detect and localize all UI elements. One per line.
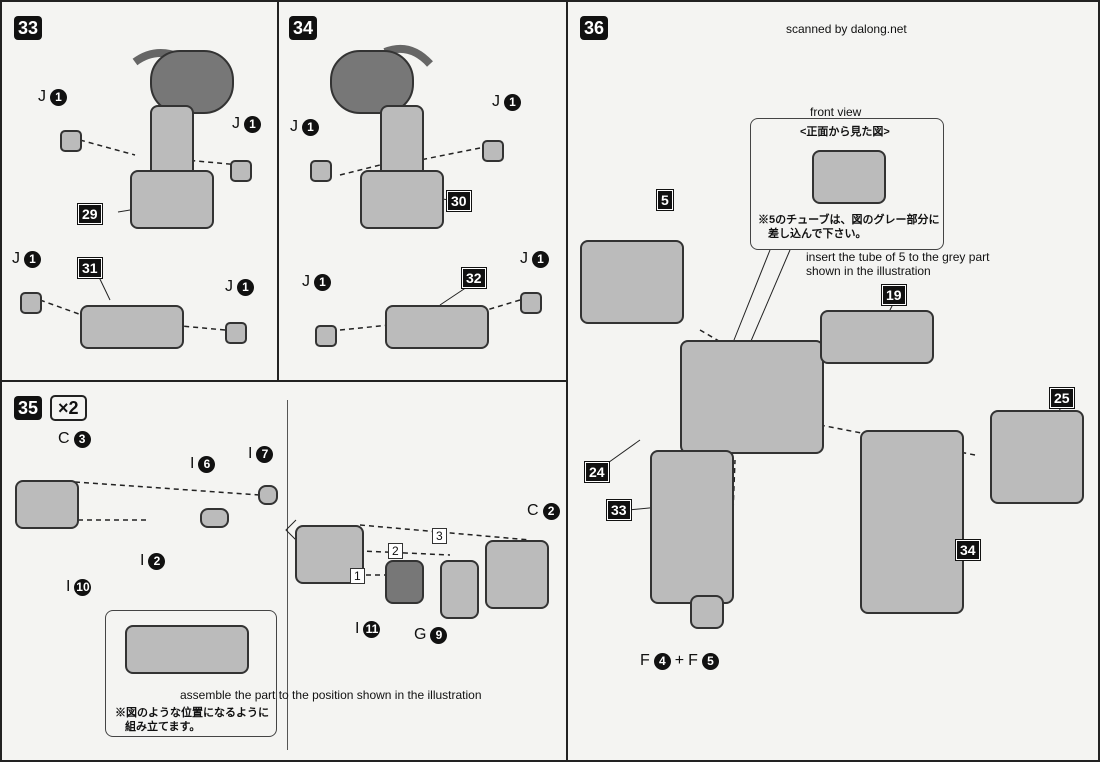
claw-blade-part [440,560,479,619]
step-number: 33 [14,16,43,40]
head-part [580,240,684,324]
upper-leg-part [150,105,194,179]
joint-cap [20,292,42,314]
front-view-box [750,118,944,250]
joint-cap [60,130,82,152]
tube-part [690,595,724,629]
front-view-label: front view [810,105,862,119]
order-marker: 2 [388,543,403,559]
claw-cover-part [485,540,549,609]
lower-leg-part [130,170,214,229]
leg-34-part [860,430,964,614]
note-box [105,610,277,737]
step-number: 35 [14,396,43,420]
step-number: 34 [289,16,318,40]
scan-credit: scanned by dalong.net [786,22,907,36]
part-callout: 33 [606,499,632,521]
joint-cap [230,160,252,182]
tube-note-jp: 差し込んで下さい。 [768,228,867,240]
tube-note-en: insert the tube of 5 to the grey part [806,250,990,264]
tube-note-en: shown in the illustration [806,264,931,278]
assembled-claw [125,625,249,674]
foot-part [385,305,489,349]
upper-leg-part [380,105,424,179]
order-marker: 1 [350,568,365,584]
part-callout: 25 [1049,387,1075,409]
part-callout: 34 [955,539,981,561]
arm-25-part [990,410,1084,504]
part-callout: 30 [446,190,472,212]
joint-cap [520,292,542,314]
step-36-panel [566,0,1100,762]
joint-cap [225,322,247,344]
tail-part [820,310,934,364]
divider [287,400,288,750]
claw-part [15,480,79,529]
step-number: 36 [580,16,609,40]
joint-cap [482,140,504,162]
order-marker: 3 [432,528,447,544]
assembly-note-jp: ※図のような位置になるように [115,707,269,719]
cap-part [258,485,278,505]
part-callout: 32 [461,267,487,289]
joint-cap [310,160,332,182]
assembly-note-jp: 組み立てます。 [125,721,201,733]
multiplier-badge: ×2 [50,395,87,421]
assembly-note-en: assemble the part to the position shown … [180,688,482,702]
lower-leg-part [360,170,444,229]
tube-note-jp: ※5のチューブは、図のグレー部分に [758,214,940,226]
joint-cap [315,325,337,347]
part-callout: 5 [656,189,674,211]
part-callout: 31 [77,257,103,279]
part-callout: 29 [77,203,103,225]
body-part [680,340,824,454]
part-callout: 19 [881,284,907,306]
front-view-part [812,150,886,204]
claw-insert-part [385,560,424,604]
part-callout: 24 [584,461,610,483]
front-view-title-jp: <正面から見た図> [800,126,890,138]
foot-part [80,305,184,349]
shoulder-part [330,50,414,114]
pin-part [200,508,229,528]
leg-33-part [650,450,734,604]
